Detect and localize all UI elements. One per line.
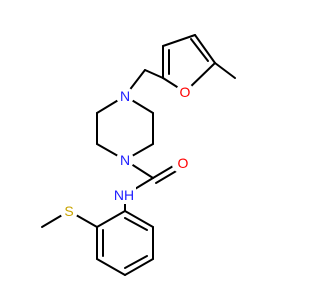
bond-ar-c3-c4 [96,258,126,276]
amide-nh-label: NH [114,187,134,203]
atom-label-layer: O N N O NH S [60,83,194,220]
atom-carbonyl-oxygen: O [172,155,190,173]
bond-ar-c1-c2 [96,210,126,228]
atom-amide-nh: NH [112,186,136,204]
bond-layer [41,34,236,276]
furan-oxygen-label: O [180,84,191,100]
piperazine-n-top-label: N [120,88,130,104]
bond-furan-c4-c3 [162,34,196,47]
molecule-diagram: O N N O NH S [41,34,236,276]
piperazine-n-bottom-label: N [120,152,130,168]
bond-furan-c5-c4-inner [190,38,209,62]
atom-piperazine-n-bottom: N [116,151,134,169]
bond-ar-c6-c1-inner [124,217,148,231]
thioether-sulfur-label: S [64,203,73,219]
bond-ar-c4-c5-inner [124,255,148,269]
bond-ar-c6-c1 [124,210,154,228]
atom-piperazine-n-top: N [116,87,134,105]
atom-thioether-sulfur: S [60,202,78,220]
structure-svg: O N N O NH S [41,34,236,276]
atom-furan-oxygen: O [176,83,194,101]
bond-ar-c4-c5 [124,258,154,276]
carbonyl-oxygen-label: O [178,155,189,171]
bond-furan-ch2 [144,69,164,79]
bond-furan-c5-c4 [194,34,216,64]
bond-methyl-furan [214,62,236,79]
